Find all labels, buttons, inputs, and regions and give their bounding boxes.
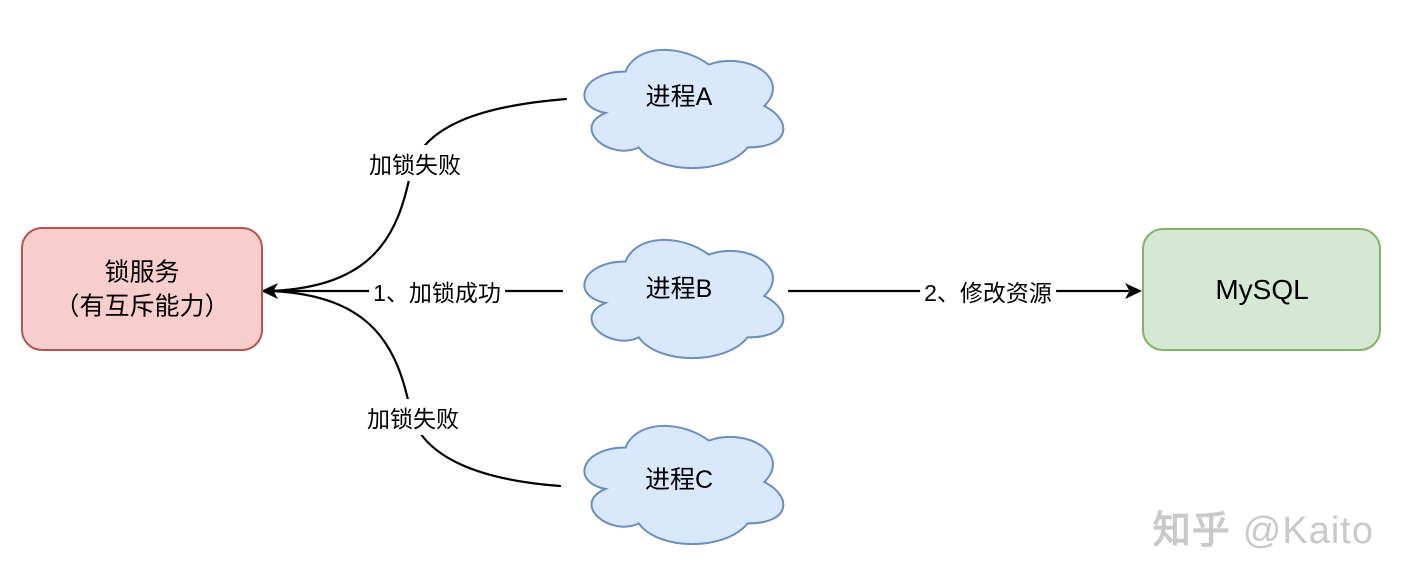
lock-service-label: 锁服务 （有互斥能力） <box>54 256 229 324</box>
mysql-box <box>1142 228 1381 351</box>
edge-process-a-to-lock <box>270 97 568 293</box>
arrowhead-into-mysql <box>1125 283 1142 299</box>
process-c-label: 进程C <box>644 466 714 495</box>
edge-label-lock-fail-bottom: 加锁失败 <box>363 399 463 435</box>
process-b-label: 进程B <box>645 275 713 304</box>
zhihu-watermark-brand: 知乎 <box>1152 510 1231 552</box>
zhihu-watermark: 知乎 @Kaito <box>1153 499 1374 554</box>
lock-service-label-line2: （有互斥能力） <box>54 292 230 320</box>
edge-label-lock-success: 1、加锁成功 <box>369 273 505 309</box>
mysql-label: MySQL <box>1215 274 1309 305</box>
zhihu-watermark-handle: @Kaito <box>1242 510 1374 552</box>
edge-label-modify-resource: 2、修改资源 <box>920 273 1056 309</box>
arrowhead-into-lock-service <box>261 283 278 299</box>
lock-service-box <box>21 227 263 351</box>
lock-service-label-line1: 锁服务 <box>104 258 180 287</box>
edge-label-lock-fail-top: 加锁失败 <box>365 145 465 181</box>
edge-process-c-to-lock <box>270 289 562 488</box>
process-a-label: 进程A <box>645 83 713 112</box>
